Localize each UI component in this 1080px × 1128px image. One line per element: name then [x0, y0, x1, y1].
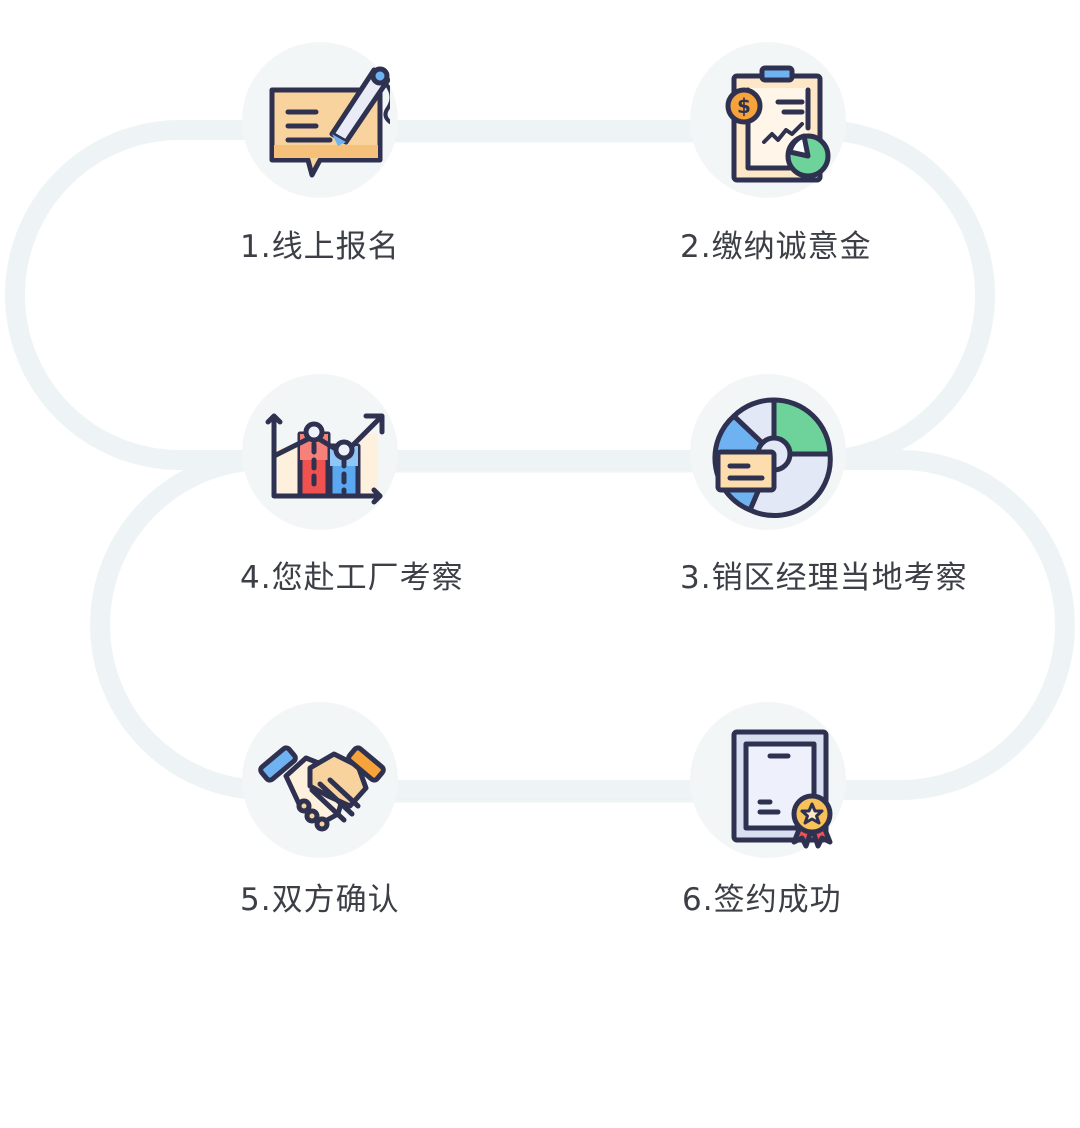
bar-chart-growth-icon: [265, 413, 385, 505]
step-5-label: 5.双方确认: [240, 882, 400, 918]
step-2-label: 2.缴纳诚意金: [680, 229, 872, 265]
pie-chart-report-icon: [712, 397, 833, 519]
handshake-icon: [258, 745, 386, 832]
clipboard-finance-icon: $: [725, 65, 831, 183]
step-4-label: 4.您赴工厂考察: [240, 560, 464, 596]
step-4-node: [242, 374, 398, 530]
svg-text:$: $: [737, 94, 751, 118]
certificate-award-icon: [731, 729, 833, 849]
step-6-node: [690, 702, 846, 858]
step-3-label: 3.销区经理当地考察: [680, 560, 968, 596]
step-1-node: [242, 42, 398, 198]
step-3-node: [690, 374, 846, 530]
step-6-label: 6.签约成功: [682, 882, 842, 918]
message-pen-icon: [269, 66, 390, 178]
step-1-label: 1.线上报名: [240, 229, 400, 265]
step-2-node: $: [690, 42, 846, 198]
step-5-node: [242, 702, 398, 858]
